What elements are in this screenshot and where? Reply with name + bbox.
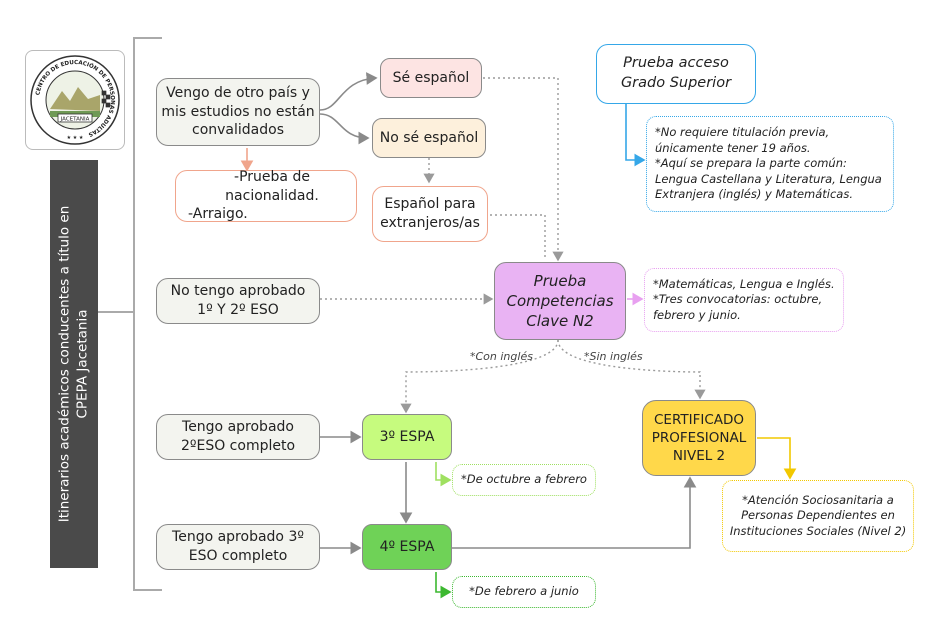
node-text: CERTIFICADO [653, 411, 744, 428]
note-certificado: *Atención Sociosanitaria a Personas Depe… [722, 480, 914, 552]
node-text: Clave N2 [526, 312, 594, 331]
node-otro-pais: Vengo de otro país y mis estudios no est… [156, 78, 320, 146]
node-no-aprobado: No tengo aprobado 1º Y 2º ESO [156, 278, 320, 324]
node-prueba-competencias: Prueba Competencias Clave N2 [494, 262, 626, 340]
node-aprobado-3eso: Tengo aprobado 3º ESO completo [156, 524, 320, 570]
node-no-se-espanol: No sé español [372, 118, 486, 158]
side-title-line: CPEPA Jacetania [74, 309, 90, 419]
node-text: NIVEL 2 [672, 448, 726, 465]
node-text: Tengo aprobado 3º [172, 529, 304, 546]
node-text: 2ºESO completo [180, 438, 296, 454]
node-text: Sé español [392, 69, 470, 86]
node-4-espa: 4º ESPA [362, 524, 452, 570]
note-text: Personas Dependientes en [741, 508, 895, 523]
note-text: únicamente tener 19 años. [655, 140, 811, 155]
note-text: Lengua Castellana y Literatura, Lengua [655, 171, 882, 186]
node-text: 4º ESPA [379, 538, 435, 555]
node-prueba-grado-superior: Prueba acceso Grado Superior [596, 44, 756, 104]
side-title-line: Itinerarios académicos conducentes a tít… [56, 205, 73, 523]
note-text: Instituciones Sociales (Nivel 2) [729, 523, 907, 538]
cpepa-logo: CENTRO DE EDUCACIÓN DE PERSONAS ADULTAS … [25, 50, 125, 150]
node-text: Prueba acceso [623, 55, 729, 72]
node-text: Tengo aprobado [182, 419, 294, 436]
node-text: convalidados [192, 122, 284, 139]
node-text: 1º Y 2º ESO [197, 302, 279, 318]
node-nacionalidad: -Prueba de nacionalidad. -Arraigo. [175, 168, 357, 223]
node-se-espanol: Sé español [380, 58, 482, 98]
node-certificado: CERTIFICADO PROFESIONAL NIVEL 2 [642, 400, 756, 476]
node-text: Grado Superior [620, 75, 732, 91]
note-text: *De febrero a junio [469, 584, 579, 599]
note-text: *Aquí se prepara la parte común: [655, 156, 847, 171]
note-text: *No requiere titulación previa, [655, 125, 830, 140]
logo-stars: ★ ★ ★ [67, 135, 84, 141]
node-text: extranjeros/as [380, 215, 480, 231]
logo-center-text: JACETANIA [60, 117, 90, 123]
note-text: *Matemáticas, Lengua e Inglés. [653, 276, 835, 291]
label-sin-ingles: *Sin inglés [584, 350, 643, 363]
note-3-espa: *De octubre a febrero [452, 464, 596, 496]
note-text: *Atención Sociosanitaria a [742, 492, 894, 507]
node-text: -Prueba de nacionalidad. [225, 168, 319, 204]
note-4-espa: *De febrero a junio [452, 576, 596, 608]
note-competencias: *Matemáticas, Lengua e Inglés. *Tres con… [644, 268, 844, 332]
node-text: Competencias [506, 291, 614, 310]
node-text: mis estudios no están [161, 103, 315, 120]
node-text: Prueba [533, 271, 587, 290]
note-text: *Tres convocatorias: octubre, [653, 292, 823, 307]
node-text: -Arraigo. [188, 206, 248, 223]
node-text: No sé español [379, 129, 479, 146]
label-con-ingles: *Con inglés [470, 350, 533, 363]
note-text: febrero y junio. [653, 307, 741, 322]
node-text: PROFESIONAL [651, 429, 747, 446]
node-text: 3º ESPA [379, 428, 435, 445]
side-title-bar: Itinerarios académicos conducentes a tít… [50, 160, 98, 568]
note-text: Extranjera (inglés) y Matemáticas. [655, 187, 854, 202]
node-espanol-extranjeros: Español para extranjeros/as [372, 186, 488, 242]
note-grado-superior: *No requiere titulación previa, únicamen… [646, 116, 894, 212]
node-aprobado-2eso: Tengo aprobado 2ºESO completo [156, 414, 320, 460]
node-3-espa: 3º ESPA [362, 414, 452, 460]
node-text: No tengo aprobado [170, 283, 306, 300]
node-text: Vengo de otro país y [166, 84, 310, 101]
side-title: Itinerarios académicos conducentes a tít… [56, 164, 91, 564]
note-text: *De octubre a febrero [461, 472, 587, 487]
node-text: Español para [384, 196, 476, 213]
node-text: ESO completo [188, 548, 288, 564]
